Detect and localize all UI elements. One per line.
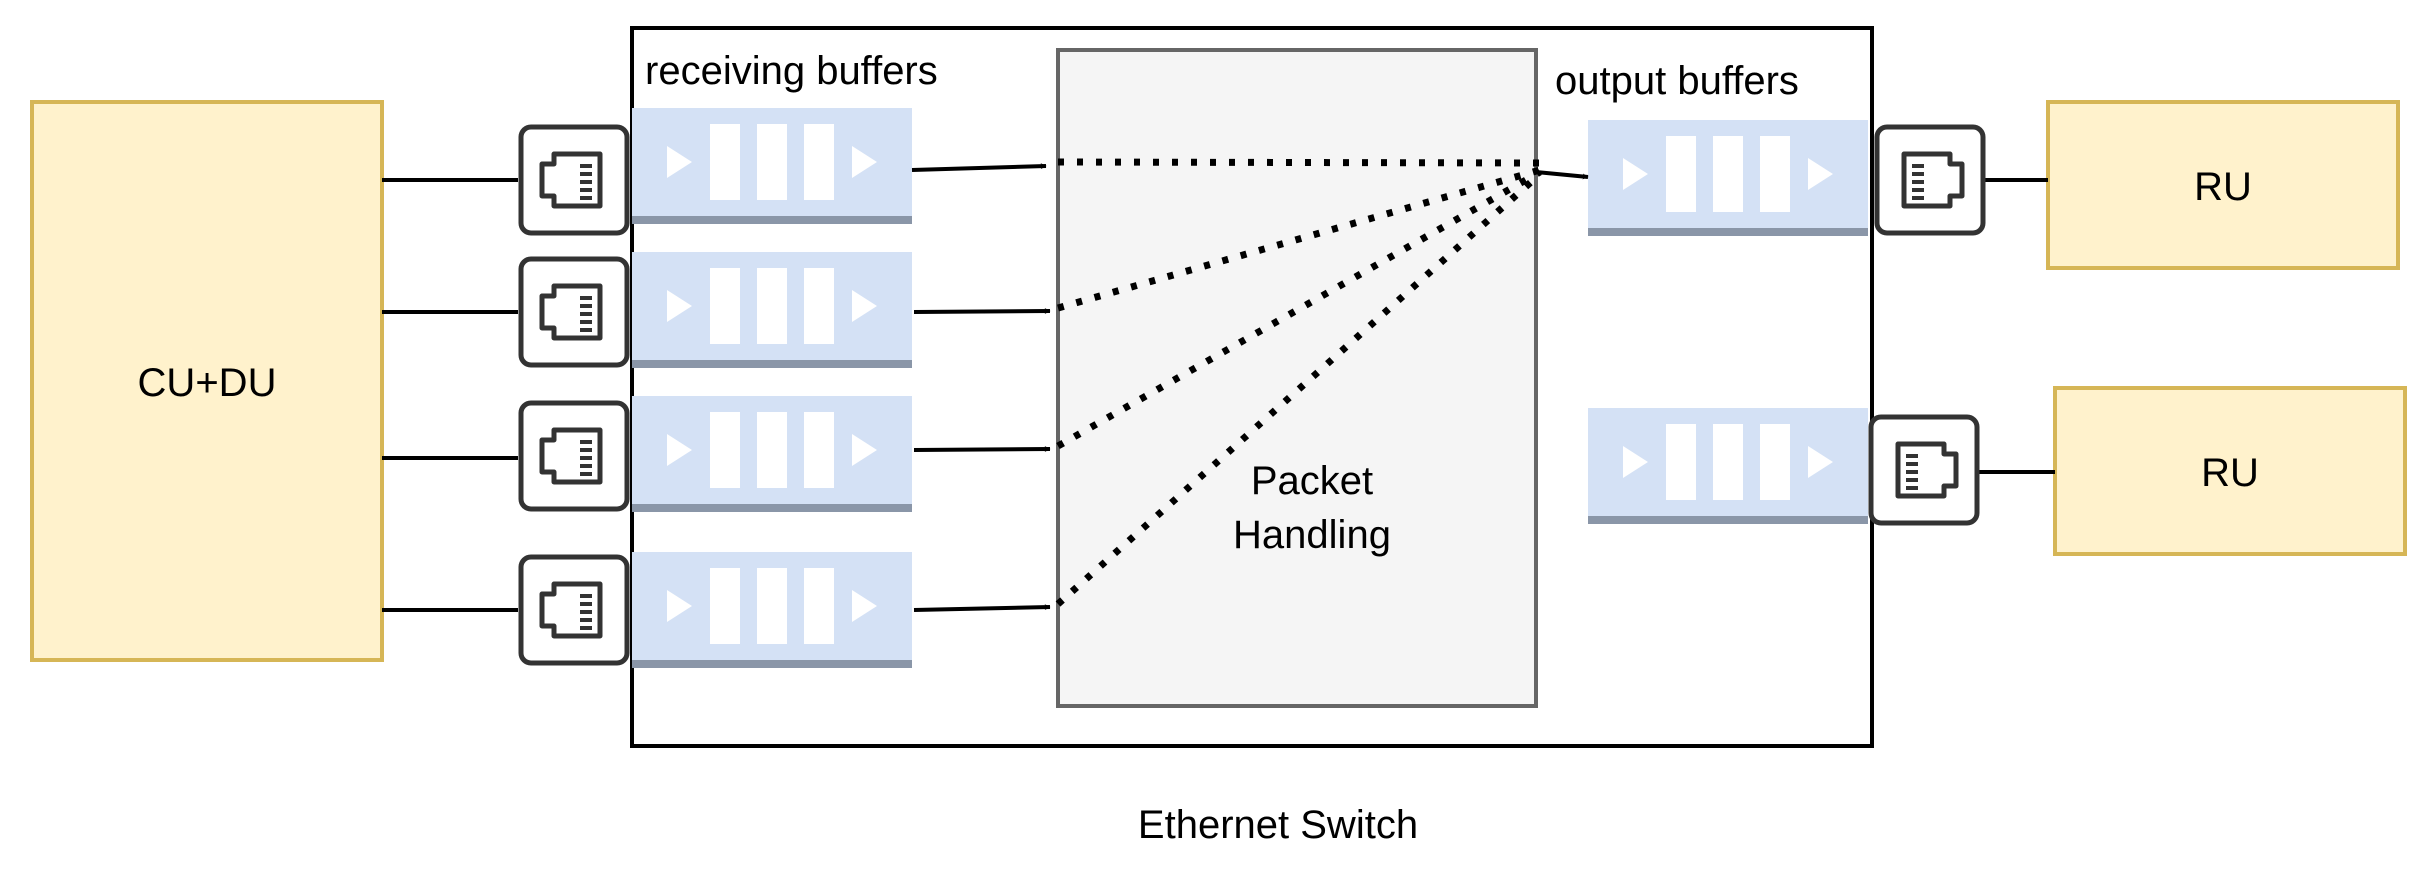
packet-handling-label-line1: Packet — [1251, 459, 1373, 503]
receiving-buffers-label: receiving buffers — [645, 49, 938, 93]
cu-du-node — [30, 100, 384, 662]
ethernet-port-icon — [1871, 417, 1977, 523]
ethernet-port-icon — [521, 127, 627, 233]
output-buffers-label: output buffers — [1555, 59, 1799, 103]
receiving-buffer-4 — [632, 552, 912, 668]
ru-top-label: RU — [2194, 165, 2252, 209]
ethernet-port-icon — [521, 259, 627, 365]
receiving-buffer-1 — [632, 108, 912, 224]
ru-node-bottom — [2053, 386, 2407, 556]
arrow-in-2 — [913, 308, 1051, 315]
arrow-in-1 — [911, 163, 1047, 172]
ethernet-port-icon — [1877, 127, 1983, 233]
arrow-out-1 — [1535, 170, 1589, 180]
output-buffer-1 — [1588, 120, 1868, 236]
receiving-buffer-3 — [632, 396, 912, 512]
arrow-in-4 — [913, 604, 1051, 612]
receiving-buffer-2 — [632, 252, 912, 368]
ethernet-port-icon — [521, 557, 627, 663]
packet-handling-box — [1056, 48, 1538, 708]
switch-caption: Ethernet Switch — [1138, 803, 1418, 847]
output-buffer-2 — [1588, 408, 1868, 524]
arrow-in-3 — [913, 446, 1051, 453]
ru-node-top — [2046, 100, 2400, 270]
dotted-path-1 — [1057, 158, 1541, 167]
cu-du-label: CU+DU — [138, 361, 277, 405]
dotted-path-2 — [1057, 166, 1541, 312]
ethernet-port-icon — [521, 403, 627, 509]
packet-handling-label-line2: Handling — [1233, 513, 1391, 557]
ru-bottom-label: RU — [2201, 451, 2259, 495]
